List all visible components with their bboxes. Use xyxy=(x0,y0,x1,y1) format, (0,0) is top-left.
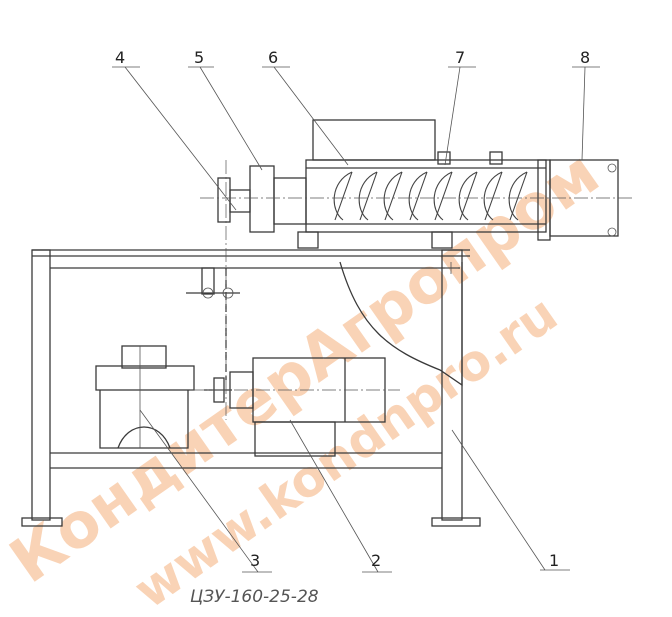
callout-6: 6 xyxy=(268,48,278,67)
callout-4: 4 xyxy=(115,48,125,67)
drawing-code: ЦЗУ-160-25-28 xyxy=(190,587,319,607)
callout-2: 2 xyxy=(371,551,381,570)
callout-7: 7 xyxy=(455,48,465,67)
center-lines xyxy=(190,160,632,420)
pulley-assembly xyxy=(217,165,307,233)
callout-5: 5 xyxy=(194,48,204,67)
screw-press xyxy=(297,119,619,249)
gearbox xyxy=(95,345,195,449)
belt-tensioner xyxy=(186,267,240,380)
callout-labels: 4 5 6 7 8 1 2 3 xyxy=(115,48,590,570)
callout-8: 8 xyxy=(580,48,590,67)
callout-1: 1 xyxy=(549,551,559,570)
callout-3: 3 xyxy=(250,551,260,570)
leader-lines xyxy=(112,66,600,573)
support-frame xyxy=(21,249,481,527)
